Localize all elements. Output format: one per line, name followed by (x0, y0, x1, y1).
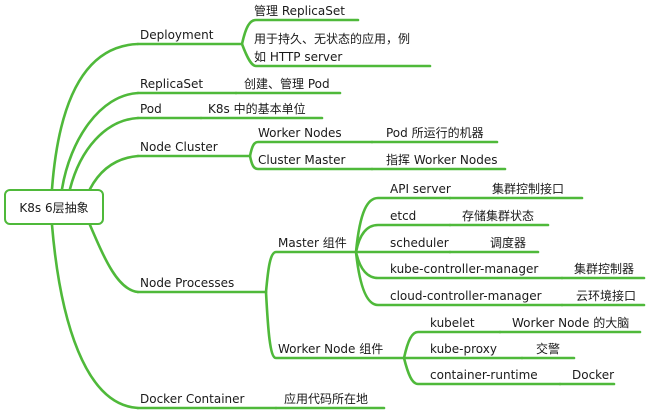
node-cluster-master-desc[interactable]: 指挥 Worker Nodes (386, 153, 498, 167)
edge-root-replicaset (60, 91, 140, 191)
node-api-server-desc[interactable]: 集群控制接口 (492, 182, 565, 196)
node-kube-proxy-desc[interactable]: 交警 (536, 342, 561, 356)
edge-np-master (264, 250, 358, 294)
edge-np-worker (264, 290, 406, 360)
node-replicaset[interactable]: ReplicaSet (140, 77, 204, 91)
edge-root-pod (68, 116, 140, 191)
node-kubelet-desc[interactable]: Worker Node 的大脑 (512, 316, 630, 330)
node-replicaset-desc[interactable]: 创建、管理 Pod (244, 77, 330, 91)
node-pod[interactable]: Pod (140, 102, 162, 116)
node-master-components[interactable]: Master 组件 (278, 236, 347, 250)
edge-deploy-manage (240, 18, 360, 46)
node-docker-desc[interactable]: 应用代码所在地 (284, 392, 369, 406)
node-deployment-manage[interactable]: 管理 ReplicaSet (254, 4, 345, 18)
node-deployment-use-line1[interactable]: 用于持久、无状态的应用，例 (254, 32, 411, 46)
node-cluster-master[interactable]: Cluster Master (258, 153, 346, 167)
edge-deploy-use (240, 42, 432, 68)
edge-w-runtime (402, 356, 562, 386)
node-kube-controller-manager[interactable]: kube-controller-manager (390, 262, 539, 276)
node-kubelet[interactable]: kubelet (430, 316, 475, 330)
node-ccm-desc[interactable]: 云环境接口 (576, 289, 637, 303)
node-docker-container[interactable]: Docker Container (140, 392, 245, 406)
node-deployment-use-line2[interactable]: 如 HTTP server (254, 50, 343, 64)
node-cloud-controller-manager[interactable]: cloud-controller-manager (390, 289, 542, 303)
node-scheduler[interactable]: scheduler (390, 236, 449, 250)
node-kcm-desc[interactable]: 集群控制器 (574, 262, 635, 276)
node-pod-desc[interactable]: K8s 中的基本单位 (208, 102, 306, 116)
edge-root-nodecluster (88, 154, 140, 191)
node-scheduler-desc[interactable]: 调度器 (490, 236, 527, 250)
node-kube-proxy[interactable]: kube-proxy (430, 342, 497, 356)
node-node-cluster[interactable]: Node Cluster (140, 140, 218, 154)
node-node-processes[interactable]: Node Processes (140, 276, 235, 290)
node-container-runtime-desc[interactable]: Docker (572, 368, 615, 382)
node-api-server[interactable]: API server (390, 182, 451, 196)
edge-m-ccm (354, 250, 564, 307)
edge-m-etcd (354, 223, 452, 254)
node-etcd[interactable]: etcd (390, 209, 417, 223)
edge-w-kubelet (402, 330, 502, 360)
edge-nc-clustermaster (248, 154, 374, 171)
edge-root-deployment (50, 42, 140, 191)
edge-root-nodeprocesses (88, 223, 140, 294)
node-worker-components[interactable]: Worker Node 组件 (278, 342, 384, 356)
edge-m-api (354, 196, 452, 254)
edge-root-docker (50, 223, 140, 410)
node-worker-nodes-desc[interactable]: Pod 所运行的机器 (386, 126, 484, 140)
root-node[interactable]: K8s 6层抽象 (4, 189, 104, 225)
node-container-runtime[interactable]: container-runtime (430, 368, 538, 382)
node-worker-nodes[interactable]: Worker Nodes (258, 126, 342, 140)
node-etcd-desc[interactable]: 存储集群状态 (462, 209, 535, 223)
edge-nc-workernodes (248, 140, 374, 158)
node-deployment[interactable]: Deployment (140, 28, 214, 42)
